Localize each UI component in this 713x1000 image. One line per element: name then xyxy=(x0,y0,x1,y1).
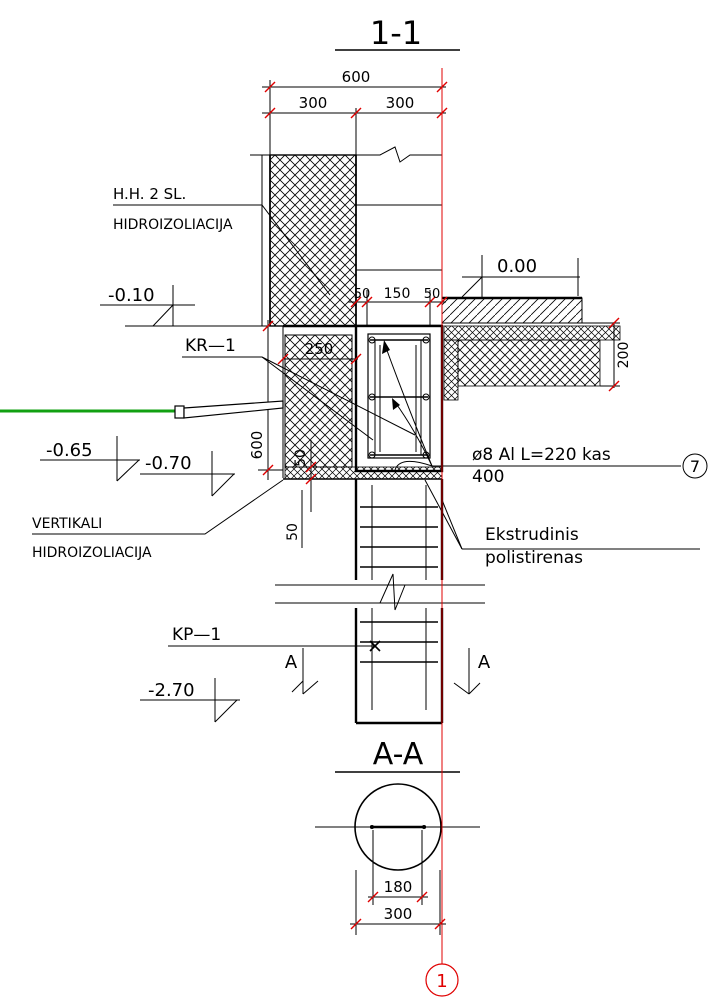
cut-marker-right: A xyxy=(453,648,491,695)
ekstr-label: Ekstrudinis xyxy=(485,525,579,545)
cut-a-right: A xyxy=(478,652,491,673)
dim-aa-300: 300 xyxy=(384,905,413,923)
vert-label: VERTIKALI xyxy=(32,516,102,532)
cut-marker-left: A xyxy=(285,648,319,695)
rebar-tag: 7 xyxy=(690,457,700,476)
dim-beam-50-right: 50 xyxy=(424,287,441,302)
drain-connector xyxy=(174,405,185,419)
grid-axis-circle xyxy=(425,963,459,997)
hh-label-2: HIDROIZOLIACIJA xyxy=(113,217,233,233)
vert-label-2: HIDROIZOLIACIJA xyxy=(32,545,152,561)
dim-aa-180: 180 xyxy=(384,878,413,896)
dim-300-right: 300 xyxy=(386,94,415,112)
dim-beam-150: 150 xyxy=(384,286,411,302)
dim-50-vert-group: 50 50 xyxy=(285,440,317,548)
upper-wall xyxy=(250,146,442,327)
top-dimension-chain: 600 300 300 xyxy=(262,68,448,158)
rebar-arrow-2 xyxy=(392,398,400,410)
level-000-text: 0.00 xyxy=(497,256,537,277)
level-070: -0.70 xyxy=(140,451,235,497)
hh-label: H.H. 2 SL. xyxy=(113,185,186,203)
dim-300-left: 300 xyxy=(299,94,328,112)
ekstr-leader-2 xyxy=(424,479,463,550)
rebar-tag-circle xyxy=(682,453,708,479)
kr-label: KR—1 xyxy=(185,336,236,356)
rebar-leader-arc-2 xyxy=(394,401,433,467)
level-270: -2.70 xyxy=(140,678,240,723)
grid-axis-tag: 1 xyxy=(436,971,447,992)
rebar-spec: ø8 Al L=220 kas xyxy=(472,445,611,465)
level-270-text: -2.70 xyxy=(148,680,195,701)
dim-600-top: 600 xyxy=(342,68,371,86)
level-065: -0.65 xyxy=(40,436,140,482)
ekstr-label-2: polistirenas xyxy=(485,548,583,568)
dim-600-vertical-group: 600 xyxy=(248,320,283,480)
level-010: -0.10 xyxy=(100,285,270,327)
dim-600-vertical: 600 xyxy=(248,431,266,460)
grade-beam xyxy=(282,324,444,480)
floor-slab: 200 xyxy=(441,296,632,401)
level-010-text: -0.10 xyxy=(108,285,155,306)
dim-250-group: 250 xyxy=(277,340,362,365)
section-aa-title: A-A xyxy=(373,737,424,772)
dim-50-bottom: 50 xyxy=(285,523,301,541)
level-065-text: -0.65 xyxy=(46,440,93,461)
dim-50-vertical: 50 xyxy=(293,449,309,467)
kr-leader-2 xyxy=(261,356,416,436)
beam-dimension-chain: 50 150 50 xyxy=(348,286,448,326)
kr-leader-1 xyxy=(261,356,374,441)
cut-a-left: A xyxy=(285,652,298,673)
rebar-leader-arc-3 xyxy=(394,460,433,471)
pile xyxy=(275,479,485,725)
rebar-leader-arc-1 xyxy=(384,344,433,467)
section-title: 1-1 xyxy=(370,14,422,52)
level-070-text: -0.70 xyxy=(145,453,192,474)
rebar-spacing: 400 xyxy=(472,467,504,487)
ekstr-leader-1 xyxy=(441,499,463,550)
vert-leader xyxy=(32,479,284,535)
kp-label: KP—1 xyxy=(172,625,221,645)
aa-pile-section: 180 300 xyxy=(315,783,480,935)
level-000: 0.00 xyxy=(461,255,580,298)
dim-beam-50-left: 50 xyxy=(354,287,371,302)
drain-outlet xyxy=(183,400,284,419)
rebar-arrow-1 xyxy=(382,340,390,354)
hh-leader xyxy=(113,204,331,296)
dim-250: 250 xyxy=(305,340,334,358)
dim-200: 200 xyxy=(616,342,632,369)
